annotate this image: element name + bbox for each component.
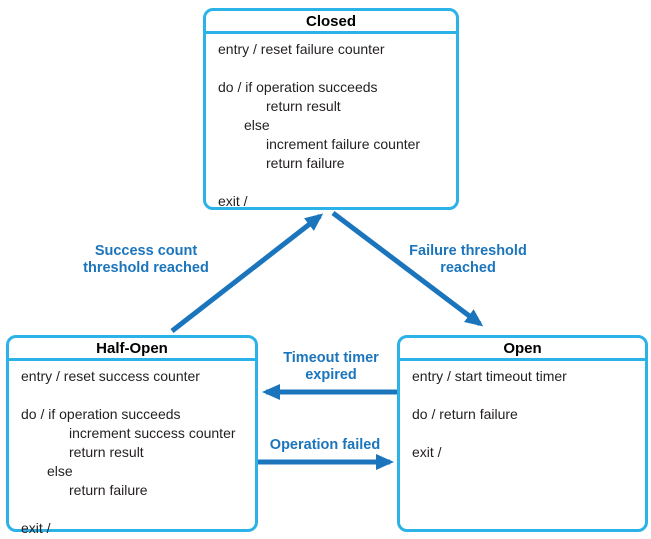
state-line: return failure xyxy=(266,155,345,171)
state-line: return failure xyxy=(69,482,148,498)
state-line: return result xyxy=(69,444,144,460)
state-body-open: entry / start timeout timer do / return … xyxy=(400,361,645,462)
state-line: increment success counter xyxy=(69,425,236,441)
state-line: exit / xyxy=(21,520,51,536)
transition-label-timeout-timer-expired: Timeout timer expired xyxy=(283,350,379,383)
state-line xyxy=(21,500,249,519)
state-line: do / return failure xyxy=(412,406,518,422)
state-line: return result xyxy=(266,98,341,114)
state-line xyxy=(412,386,639,405)
state-line: do / if operation succeeds xyxy=(21,406,181,422)
state-title-half-open: Half-Open xyxy=(9,338,255,361)
state-line: entry / start timeout timer xyxy=(412,368,567,384)
state-line xyxy=(218,173,450,192)
state-line: do / if operation succeeds xyxy=(218,79,378,95)
transition-label-success-count-threshold-reached: Success count threshold reached xyxy=(83,243,209,276)
state-line: entry / reset success counter xyxy=(21,368,200,384)
state-line xyxy=(412,424,639,443)
state-line: else xyxy=(47,463,73,479)
state-line: entry / reset failure counter xyxy=(218,41,385,57)
state-title-open: Open xyxy=(400,338,645,361)
state-box-open: Open entry / start timeout timer do / re… xyxy=(397,335,648,532)
state-box-closed: Closed entry / reset failure counter do … xyxy=(203,8,459,210)
state-line: exit / xyxy=(412,444,442,460)
state-line xyxy=(21,386,249,405)
state-line xyxy=(218,59,450,78)
state-box-half-open: Half-Open entry / reset success counter … xyxy=(6,335,258,536)
transition-label-operation-failed: Operation failed xyxy=(269,437,381,453)
state-title-closed: Closed xyxy=(206,11,456,34)
transition-label-failure-threshold-reached: Failure threshold reached xyxy=(409,243,527,276)
state-body-closed: entry / reset failure counter do / if op… xyxy=(206,34,456,211)
state-line: increment failure counter xyxy=(266,136,421,152)
state-line: exit / xyxy=(218,193,248,209)
state-body-half-open: entry / reset success counter do / if op… xyxy=(9,361,255,538)
state-line: else xyxy=(244,117,270,133)
